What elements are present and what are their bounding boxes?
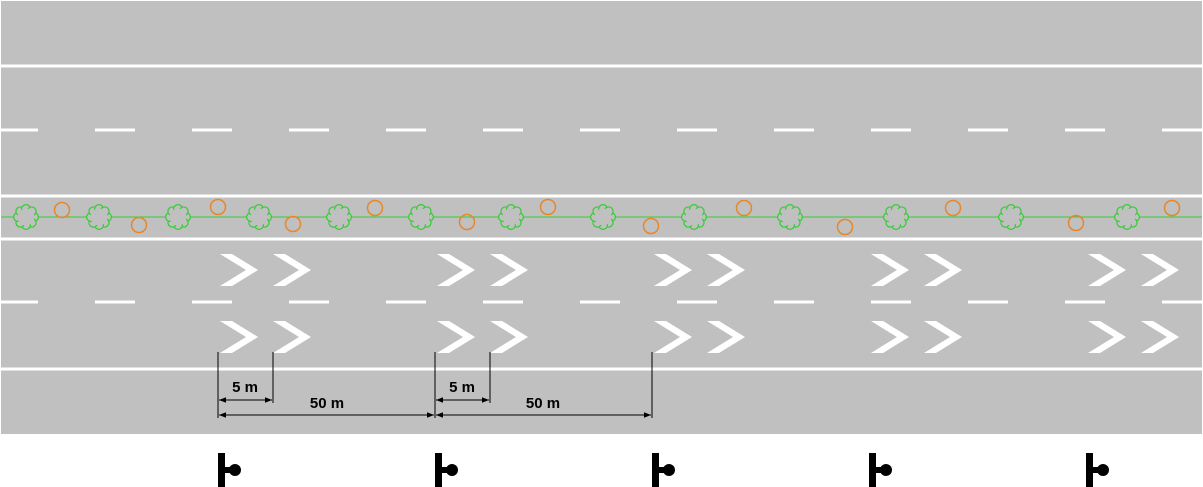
- tree-icon: [284, 215, 302, 233]
- chevron-marking-icon: [707, 321, 745, 353]
- sign-post-icon: [435, 453, 458, 487]
- median-trees: [53, 198, 1181, 236]
- median-shrubs: [13, 204, 1141, 231]
- chevron-marking-icon: [654, 321, 692, 353]
- chevron-marking-icon: [707, 254, 745, 286]
- tree-icon: [1067, 214, 1085, 232]
- chevron-marking-icon: [490, 321, 528, 353]
- shrub-icon: [326, 204, 353, 231]
- shrub-icon: [883, 204, 910, 231]
- chevron-marking-icon: [1141, 254, 1179, 286]
- chevron-marking-icon: [654, 254, 692, 286]
- dimension-label-large-2: 50 m: [526, 395, 560, 412]
- tree-icon: [1163, 199, 1181, 217]
- chevron-marking-icon: [490, 254, 528, 286]
- shrub-icon: [590, 204, 617, 231]
- chevron-marking-icon: [924, 254, 962, 286]
- tree-icon: [458, 213, 476, 231]
- chevron-marking-icon: [437, 321, 475, 353]
- dimension-label-small-1: 5 m: [232, 379, 258, 396]
- chevron-marking-icon: [871, 254, 909, 286]
- tree-icon: [539, 198, 557, 216]
- tree-icon: [366, 199, 384, 217]
- chevron-marking-icon: [220, 254, 258, 286]
- tree-icon: [53, 201, 71, 219]
- tree-icon: [130, 216, 148, 234]
- chevron-marking-icon: [1141, 321, 1179, 353]
- lane-markings: [1, 64, 1202, 371]
- shrub-icon: [408, 204, 435, 231]
- chevron-marking-icon: [1088, 321, 1126, 353]
- chevron-marking-icon: [273, 321, 311, 353]
- tree-icon: [836, 218, 854, 236]
- shrub-icon: [1114, 204, 1141, 231]
- chevron-marking-icon: [273, 254, 311, 286]
- sign-posts: [218, 453, 1109, 487]
- chevron-markings: [220, 254, 1179, 353]
- chevron-marking-icon: [437, 254, 475, 286]
- tree-icon: [735, 199, 753, 217]
- sign-post-icon: [218, 453, 241, 487]
- dimension-label-large-1: 50 m: [310, 395, 344, 412]
- shrub-icon: [165, 204, 192, 231]
- sign-post-icon: [869, 453, 892, 487]
- sign-post-icon: [652, 453, 675, 487]
- chevron-marking-icon: [1088, 254, 1126, 286]
- shrub-icon: [498, 204, 525, 231]
- chevron-marking-icon: [924, 321, 962, 353]
- shrub-icon: [13, 204, 40, 231]
- shrub-icon: [246, 204, 273, 231]
- tree-icon: [944, 199, 962, 217]
- tree-icon: [209, 198, 227, 216]
- shrub-icon: [998, 204, 1025, 231]
- shrub-icon: [86, 204, 113, 231]
- chevron-marking-icon: [220, 321, 258, 353]
- tree-icon: [642, 217, 660, 235]
- dimension-lines: 5 m 50 m 5 m 50 m: [217, 352, 653, 418]
- chevron-marking-icon: [871, 321, 909, 353]
- shrub-icon: [681, 204, 708, 231]
- shrub-icon: [777, 204, 804, 231]
- sign-post-icon: [1086, 453, 1109, 487]
- dimension-label-small-2: 5 m: [449, 379, 475, 396]
